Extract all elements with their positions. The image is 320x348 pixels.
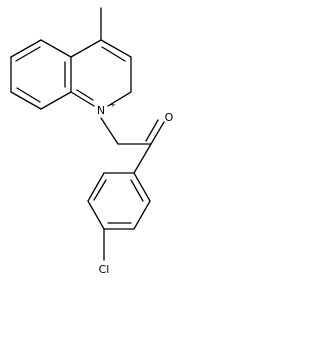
chlorine-atom-label: Cl — [99, 263, 110, 276]
bond — [40, 39, 72, 58]
molecule-structure: N + O Cl — [10, 7, 174, 276]
nitrogen-atom-label: N — [97, 104, 105, 117]
n-ch2-bond — [100, 117, 119, 145]
double-bond-inner — [15, 46, 41, 62]
carbonyl-ring-bond — [133, 143, 152, 174]
bond — [10, 91, 42, 110]
carbonyl-double-bond-inner — [145, 119, 159, 142]
bond — [87, 172, 105, 202]
bond — [100, 39, 132, 58]
bond — [133, 172, 151, 202]
quinoline-benzo-ring — [10, 39, 72, 110]
bond — [70, 91, 95, 107]
quinoline-pyridinium-ring — [70, 7, 132, 107]
bond — [40, 91, 72, 110]
positive-charge-label: + — [110, 101, 116, 109]
double-bond-inner — [76, 89, 94, 101]
bond — [87, 200, 105, 230]
double-bond-inner — [93, 179, 107, 201]
bond — [133, 200, 151, 230]
bond — [107, 91, 132, 107]
carbonyl-double-bond — [150, 121, 165, 145]
oxygen-atom-label: O — [165, 111, 174, 124]
double-bond-inner — [130, 179, 144, 202]
chlorophenyl-ring — [87, 172, 151, 261]
bond — [70, 39, 102, 58]
double-bond-inner — [16, 87, 41, 103]
double-bond-inner — [101, 46, 126, 62]
bond — [10, 39, 42, 58]
phenacyl-linker — [100, 117, 165, 174]
